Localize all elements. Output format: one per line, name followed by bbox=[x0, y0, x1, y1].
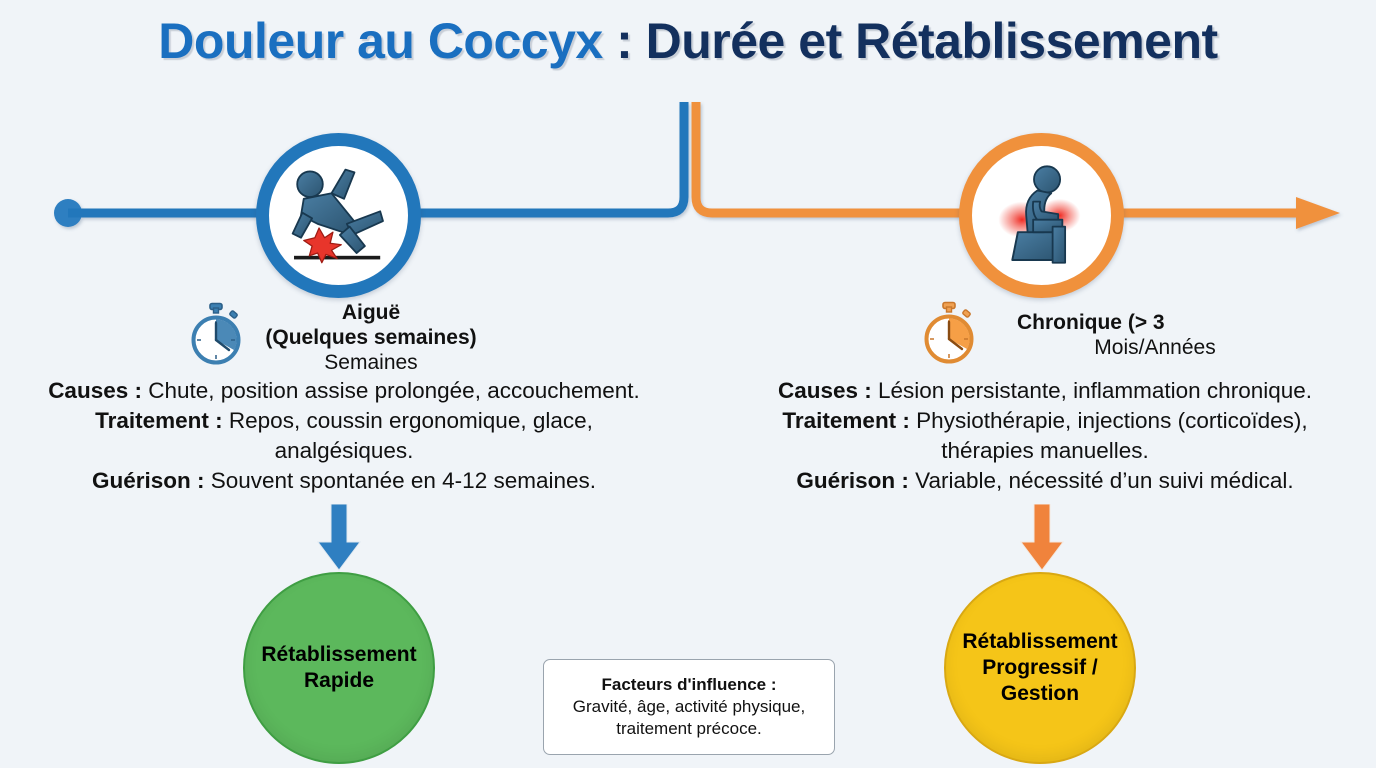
label-acute-line1: Aiguë bbox=[341, 301, 401, 324]
detail-label-causes: Causes : bbox=[48, 378, 142, 403]
detail-row-guerison: Guérison : Souvent spontanée en 4-12 sem… bbox=[14, 466, 674, 496]
detail-row-causes: Causes : Lésion persistante, inflammatio… bbox=[730, 376, 1360, 406]
timeline-orange-segment bbox=[691, 102, 1340, 229]
detail-label-traitement: Traitement : bbox=[95, 408, 223, 433]
node-chronic[interactable] bbox=[959, 133, 1124, 298]
outcome-chronic-text: Rétablissement Progressif / Gestion bbox=[954, 629, 1125, 707]
detail-label-guerison: Guérison : bbox=[796, 468, 909, 493]
detail-text-traitement: Repos, coussin ergonomique, glace, bbox=[222, 408, 593, 433]
influence-title: Facteurs d'influence : bbox=[601, 675, 777, 694]
falling-person-icon bbox=[291, 168, 384, 264]
title-part-secondary: Durée et Rétablissement bbox=[645, 13, 1219, 69]
outcome-acute-line2: Rapide bbox=[303, 669, 374, 692]
timeline-end-arrow bbox=[1296, 197, 1340, 229]
title-part-primary: Douleur au Coccyx bbox=[158, 13, 603, 69]
stopwatch-icon-acute bbox=[191, 302, 241, 365]
label-chronic-line1: Chronique (> 3 bbox=[1017, 311, 1165, 334]
node-acute[interactable] bbox=[256, 133, 421, 298]
page-title: Douleur au Coccyx : Durée et Rétablissem… bbox=[0, 12, 1376, 70]
label-chronic: Chronique (> 3 Mois/Années bbox=[925, 310, 1345, 360]
timeline-track bbox=[54, 102, 1340, 229]
detail-row-traitement-cont: analgésiques. bbox=[274, 438, 414, 463]
title-separator: : bbox=[602, 13, 646, 69]
outcome-chronic[interactable]: Rétablissement Progressif / Gestion bbox=[944, 572, 1136, 764]
influence-line1: Gravité, âge, activité physique, bbox=[572, 697, 806, 716]
detail-text-traitement: Physiothérapie, injections (corticoïdes)… bbox=[909, 408, 1308, 433]
down-arrow-icon-acute bbox=[317, 504, 361, 571]
detail-text-causes: Lésion persistante, inflammation chroniq… bbox=[871, 378, 1313, 403]
timeline-blue-segment bbox=[54, 102, 689, 227]
detail-row-traitement: Traitement : Repos, coussin ergonomique,… bbox=[14, 406, 674, 436]
detail-text-guerison: Variable, nécessité d’un suivi médical. bbox=[908, 468, 1294, 493]
influence-factors-box: Facteurs d'influence : Gravité, âge, act… bbox=[543, 659, 835, 755]
detail-text-causes: Chute, position assise prolongée, accouc… bbox=[141, 378, 640, 403]
label-acute-line2: (Quelques semaines) bbox=[265, 326, 477, 349]
detail-row-traitement-cont: thérapies manuelles. bbox=[941, 438, 1149, 463]
outcome-chronic-line2: Progressif / bbox=[982, 656, 1098, 679]
down-arrow-icon-chronic bbox=[1020, 504, 1064, 571]
stopwatch-icon-chronic bbox=[924, 301, 974, 364]
timeline-orange-path bbox=[691, 102, 1300, 218]
outcome-acute-text: Rétablissement Rapide bbox=[253, 642, 424, 694]
outcome-chronic-line1: Rétablissement bbox=[962, 630, 1118, 653]
outcome-acute-line1: Rétablissement bbox=[261, 643, 417, 666]
detail-text-guerison: Souvent spontanée en 4-12 semaines. bbox=[204, 468, 597, 493]
detail-label-guerison: Guérison : bbox=[91, 468, 205, 493]
detail-label-traitement: Traitement : bbox=[782, 408, 910, 433]
label-chronic-sub: Mois/Années bbox=[1094, 336, 1216, 359]
details-acute: Causes : Chute, position assise prolongé… bbox=[14, 376, 674, 496]
label-acute: Aiguë (Quelques semaines) Semaines bbox=[196, 300, 546, 375]
detail-row-guerison: Guérison : Variable, nécessité d’un suiv… bbox=[730, 466, 1360, 496]
detail-row-traitement: Traitement : Physiothérapie, injections … bbox=[730, 406, 1360, 436]
seated-person-pain-icon bbox=[998, 165, 1081, 264]
influence-line2: traitement précoce. bbox=[616, 719, 762, 738]
detail-label-causes: Causes : bbox=[777, 378, 872, 403]
timeline-blue-path bbox=[68, 102, 689, 218]
details-chronic: Causes : Lésion persistante, inflammatio… bbox=[730, 376, 1360, 496]
label-acute-sub: Semaines bbox=[324, 351, 418, 374]
outcome-chronic-line3: Gestion bbox=[1000, 682, 1080, 705]
detail-row-causes: Causes : Chute, position assise prolongé… bbox=[14, 376, 674, 406]
outcome-acute[interactable]: Rétablissement Rapide bbox=[243, 572, 435, 764]
pain-star-icon bbox=[303, 227, 342, 264]
